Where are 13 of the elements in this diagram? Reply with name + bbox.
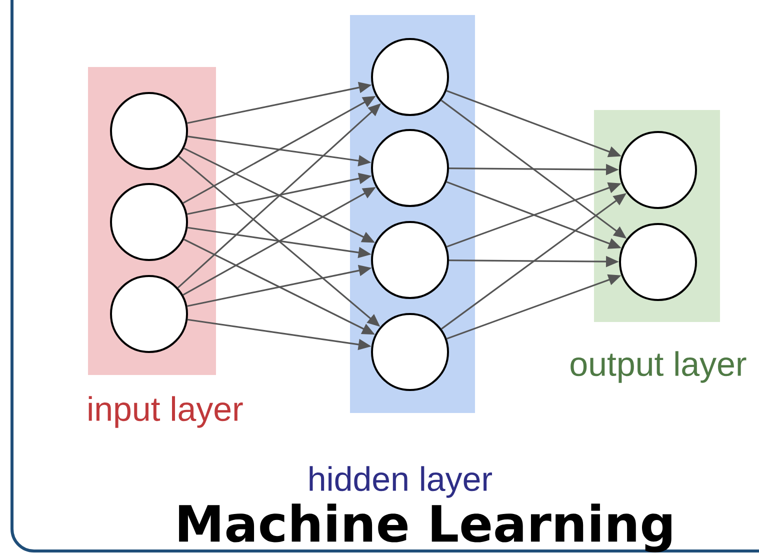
neuron-circle	[371, 313, 449, 391]
layer-label: hidden layer	[310, 466, 492, 498]
neuron-circle	[110, 92, 188, 170]
layer-label: input layer	[88, 396, 243, 428]
neuron-circle	[371, 129, 449, 207]
title: Machine Learning	[179, 504, 672, 552]
neuron-circle	[110, 183, 188, 261]
layer-label: output layer	[570, 351, 746, 383]
neuron-circle	[619, 131, 697, 209]
neuron-circle	[371, 38, 449, 116]
neuron-circle	[371, 221, 449, 299]
neuron-circle	[110, 275, 188, 353]
neuron-circle	[619, 223, 697, 301]
